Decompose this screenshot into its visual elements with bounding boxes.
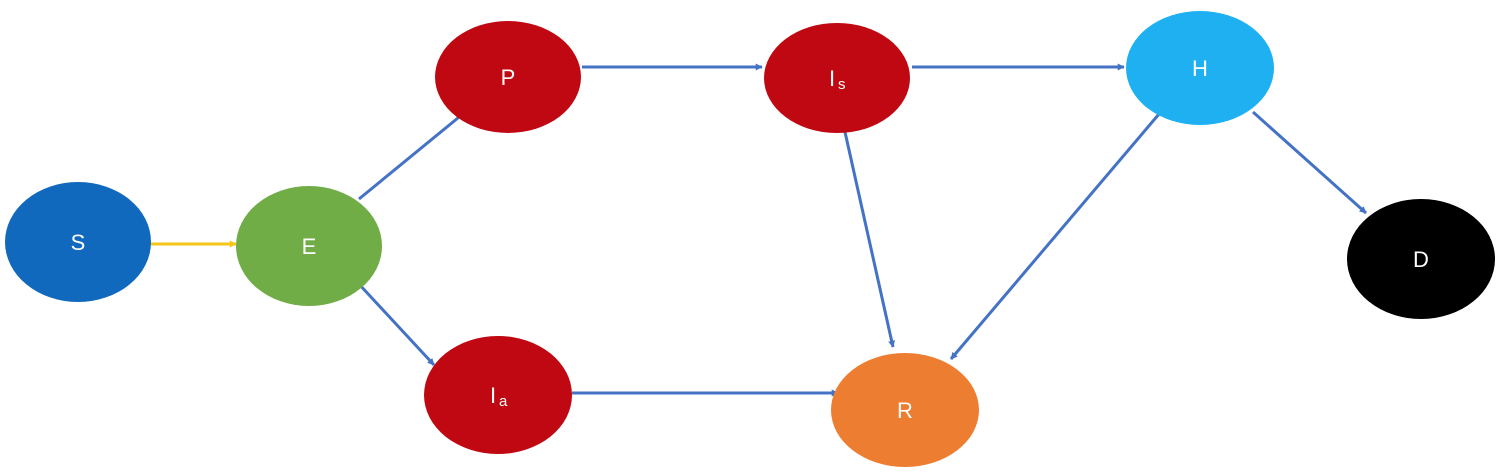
edge-is-to-r bbox=[843, 131, 896, 348]
edge-h-to-d bbox=[1252, 110, 1367, 215]
node-s: S bbox=[5, 182, 151, 302]
node-d-shape bbox=[1347, 199, 1495, 319]
node-e-label: E bbox=[302, 234, 317, 259]
node-p-shape bbox=[435, 21, 581, 133]
node-e-shape bbox=[236, 186, 382, 306]
node-d: D bbox=[1347, 199, 1495, 319]
node-h-label: H bbox=[1192, 56, 1208, 81]
node-e: E bbox=[236, 186, 382, 306]
node-is-label: I bbox=[829, 66, 835, 91]
node-ia-subscript: a bbox=[499, 393, 508, 410]
node-s-shape bbox=[5, 182, 151, 302]
node-ia-shape bbox=[424, 336, 572, 454]
node-h-shape bbox=[1126, 11, 1274, 125]
node-r: R bbox=[831, 353, 979, 467]
edge-e-to-p bbox=[358, 111, 465, 201]
node-r-label: R bbox=[897, 398, 913, 423]
node-ia-label: I bbox=[490, 383, 496, 408]
edge-e-to-ia bbox=[356, 281, 436, 367]
node-is-shape bbox=[764, 23, 910, 133]
node-is-subscript: s bbox=[838, 76, 846, 93]
node-d-label: D bbox=[1413, 247, 1429, 272]
edge-h-to-r bbox=[949, 113, 1161, 360]
edges-layer bbox=[150, 63, 1367, 397]
node-h: H bbox=[1126, 11, 1274, 125]
node-p: P bbox=[435, 21, 581, 133]
node-p-label: P bbox=[501, 65, 516, 90]
node-s-label: S bbox=[71, 230, 86, 255]
node-r-shape bbox=[831, 353, 979, 467]
